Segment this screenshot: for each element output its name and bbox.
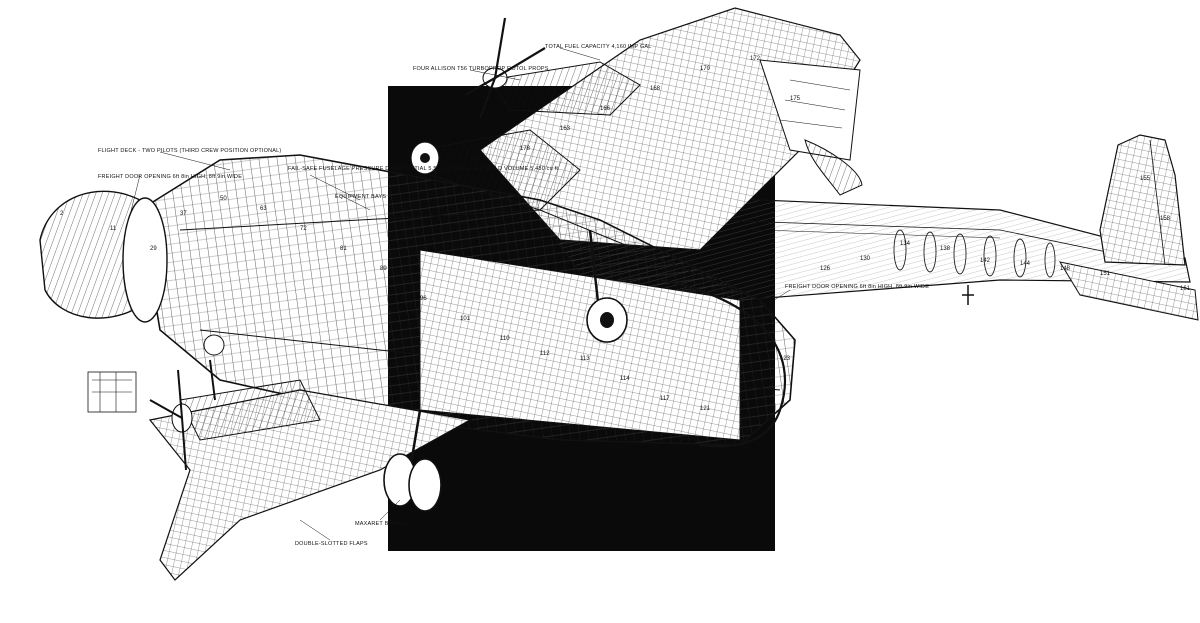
engines-callout: FOUR ALLISON T56 TURBOPROP ROTOL PROPS — [413, 66, 549, 72]
part-number-label: 89 — [380, 266, 387, 272]
part-number-label: 130 — [860, 256, 871, 262]
part-number-label: 148 — [1060, 266, 1071, 272]
part-number-label: 122 — [740, 416, 751, 422]
part-number-label: 101 — [460, 316, 471, 322]
flight-deck-callout: FLIGHT DECK - TWO PILOTS (THIRD CREW POS… — [98, 148, 281, 154]
part-number-label: 96 — [420, 296, 427, 302]
part-number-label: 170 — [700, 66, 711, 72]
callout-leader-lines — [129, 47, 791, 541]
part-number-label: 138 — [940, 246, 951, 252]
brakes-callout: MAXARET BRAKES — [355, 521, 408, 527]
part-number-label: 2 — [60, 211, 64, 217]
part-number-label: 126 — [820, 266, 831, 272]
part-number-label: 158 — [1160, 216, 1171, 222]
horizontal-tailplane — [1058, 261, 1199, 321]
main-landing-gear-lower — [383, 409, 442, 512]
part-number-label: 11 — [110, 226, 117, 232]
part-number-label: 181 — [470, 156, 481, 162]
part-number-label: 110 — [500, 336, 510, 342]
part-number-label: 50 — [220, 196, 227, 202]
upper-outer-engine — [482, 61, 641, 116]
part-number-label: 166 — [600, 106, 611, 112]
callout-labels: FOUR ALLISON T56 TURBOPROP ROTOL PROPS T… — [98, 44, 929, 547]
detail-insert-cockpit-seats — [87, 371, 137, 413]
part-number-labels: 2 11 29 37 50 63 72 81 89 96 101 110 112 113 114 117 121… — [60, 56, 1191, 422]
part-number-label: 113 — [580, 356, 590, 362]
part-number-label: 117 — [660, 396, 670, 402]
fuel-capacity-callout: TOTAL FUEL CAPACITY 4,160 IMP GAL — [545, 44, 652, 50]
lower-wing — [148, 389, 472, 581]
part-number-label: 168 — [650, 86, 661, 92]
part-number-label: 161 — [1180, 286, 1191, 292]
part-number-label: 37 — [180, 211, 187, 217]
upper-wing — [479, 7, 861, 251]
part-number-label: 114 — [620, 376, 630, 382]
upper-outer-propeller — [464, 17, 546, 119]
main-fuselage — [139, 154, 796, 448]
upper-inner-engine — [410, 129, 581, 211]
fuselage-callout: FAIL-SAFE FUSELAGE PRESSURE DIFFERENTIAL… — [288, 166, 558, 172]
part-number-label: 123 — [780, 356, 791, 362]
equipment-bays-callout: EQUIPMENT BAYS — [335, 194, 386, 200]
part-number-label: 151 — [1100, 271, 1111, 277]
open-nose-door — [39, 190, 168, 323]
part-number-label: 142 — [980, 258, 991, 264]
part-number-label: 112 — [540, 351, 550, 357]
part-number-label: 175 — [790, 96, 801, 102]
part-number-label: 29 — [150, 246, 157, 252]
part-number-label: 72 — [300, 226, 307, 232]
part-number-label: 178 — [520, 146, 531, 152]
part-number-label: 121 — [700, 406, 711, 412]
part-number-label: 172 — [750, 56, 761, 62]
main-landing-gear-upper — [586, 229, 628, 343]
nose-landing-gear — [203, 334, 225, 401]
part-number-label: 134 — [900, 241, 911, 247]
detail-insert-fuel-tank — [804, 139, 863, 196]
part-number-label: 144 — [1020, 261, 1031, 267]
front-freight-door-callout: FREIGHT DOOR OPENING 6ft 8in HIGH, 8ft 9… — [98, 174, 242, 180]
detail-insert-actuator — [962, 285, 974, 305]
part-number-label: 81 — [340, 246, 347, 252]
lower-propeller — [149, 369, 187, 471]
part-number-label: 63 — [260, 206, 267, 212]
part-number-label: 155 — [1140, 176, 1151, 182]
flaps-callout: DOUBLE-SLOTTED FLAPS — [295, 541, 368, 547]
vertical-tail-fin — [1099, 134, 1186, 266]
rear-freight-door-callout: FREIGHT DOOR OPENING 6ft 8in HIGH, 8ft 9… — [785, 284, 929, 290]
part-number-label: 163 — [560, 126, 571, 132]
